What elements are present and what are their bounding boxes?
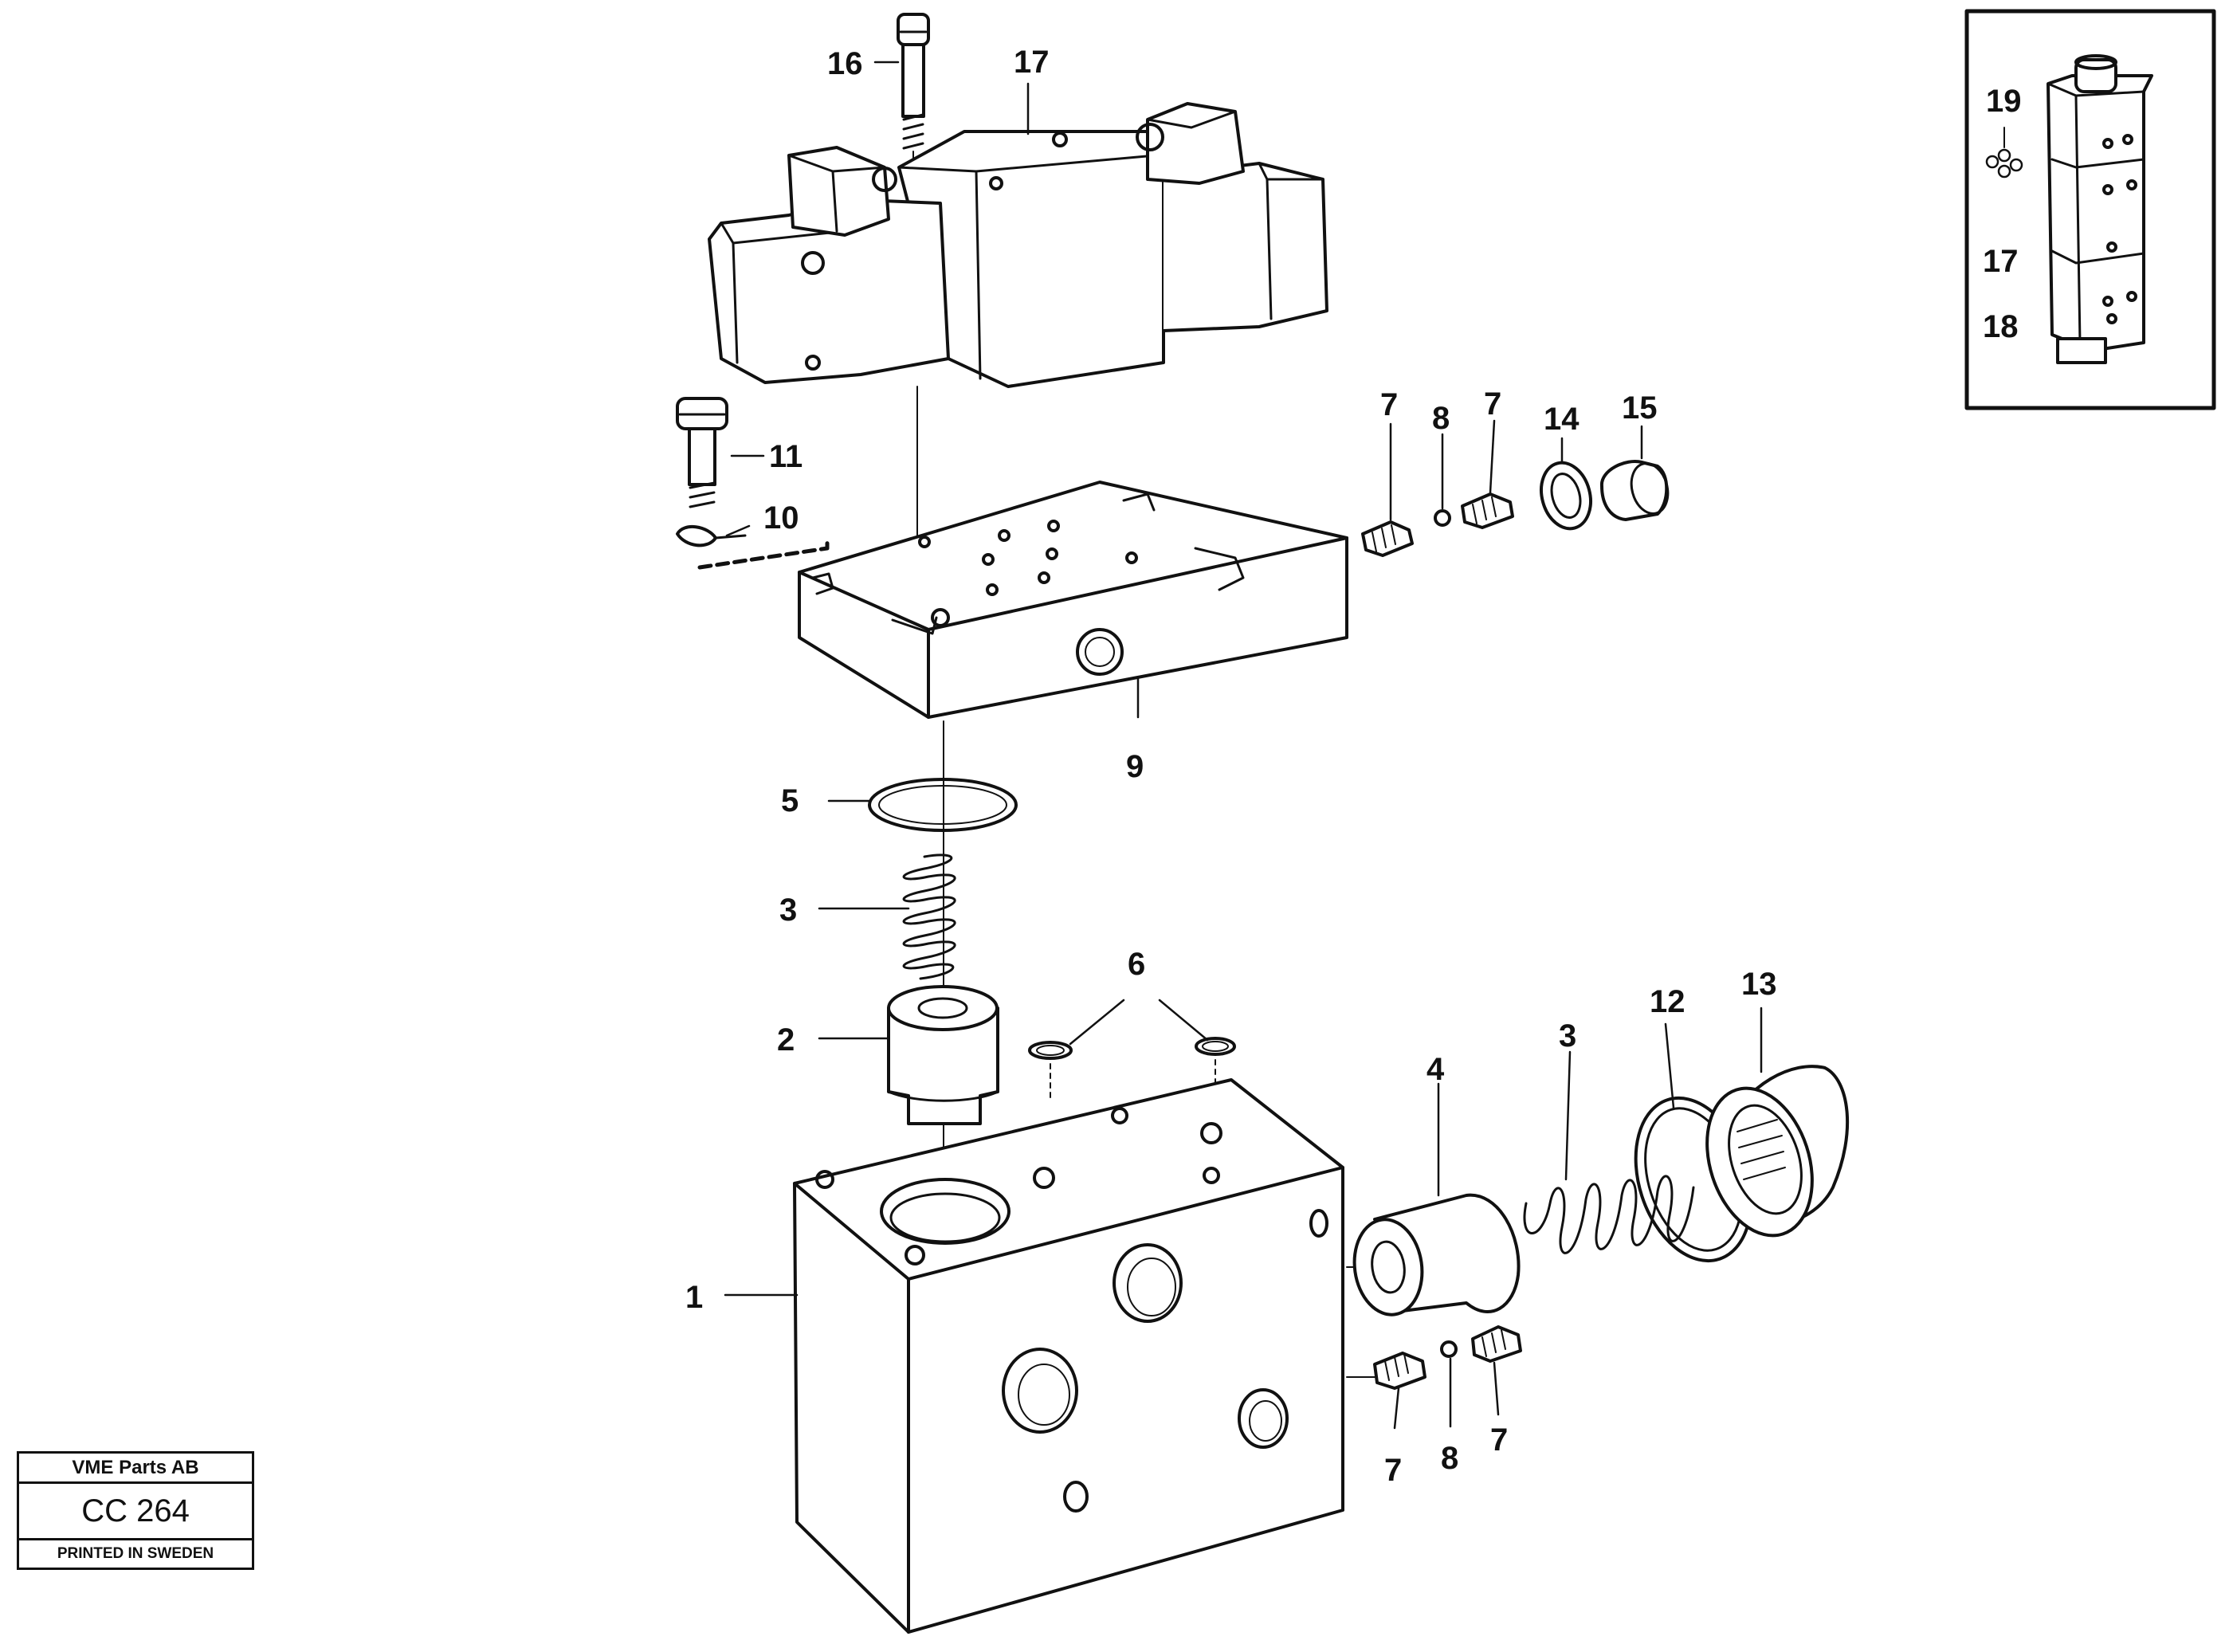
callout-1: 1	[685, 1280, 704, 1315]
solenoid-valve-17	[708, 102, 1328, 388]
sub-plate-9	[798, 481, 1348, 719]
title-block: VME Parts AB CC 264 PRINTED IN SWEDEN	[17, 1451, 254, 1570]
housing-plug-set	[1373, 1325, 1522, 1390]
callout-7-plate-left: 7	[1380, 387, 1399, 422]
callout-10: 10	[763, 500, 799, 536]
callout-2: 2	[777, 1022, 795, 1058]
callout-13: 13	[1741, 967, 1777, 1002]
callout-11: 11	[769, 439, 803, 474]
piston-4	[1352, 1193, 1521, 1316]
plate-plug-set	[1361, 460, 1670, 557]
company-name: VME Parts AB	[19, 1454, 252, 1484]
valve-housing-1	[793, 1078, 1379, 1634]
callout-3-vertical: 3	[779, 893, 798, 928]
spring-3-horizontal	[1523, 1175, 1695, 1254]
callout-9: 9	[1126, 749, 1144, 784]
callout-7-housing-left: 7	[1384, 1453, 1403, 1488]
sleeve-2	[887, 985, 999, 1125]
callout-3-horizontal: 3	[1559, 1018, 1577, 1054]
callout-16: 16	[827, 46, 863, 81]
callout-14: 14	[1544, 402, 1580, 437]
callout-12: 12	[1650, 984, 1685, 1019]
spring-pin-10	[676, 524, 830, 570]
callout-15: 15	[1622, 390, 1658, 426]
drawing-code: CC 264	[19, 1484, 252, 1540]
callout-8-plate: 8	[1432, 401, 1450, 436]
callout-7-plate-right: 7	[1484, 387, 1502, 422]
inset-frame	[1964, 9, 2216, 410]
callout-5: 5	[781, 783, 799, 818]
callout-19: 19	[1986, 84, 2022, 119]
callout-17-inset: 17	[1983, 244, 2019, 279]
callout-8-housing: 8	[1441, 1441, 1459, 1476]
o-ring-5	[868, 778, 1018, 832]
callout-17: 17	[1014, 45, 1050, 80]
printed-note: PRINTED IN SWEDEN	[57, 1545, 214, 1562]
spring-3-vertical	[902, 853, 956, 980]
cap-screw-11	[676, 397, 728, 508]
callout-4: 4	[1426, 1052, 1445, 1087]
callout-6: 6	[1128, 947, 1146, 982]
cap-screw-16	[897, 13, 930, 172]
end-cap-13	[1705, 1065, 1850, 1238]
callout-7-housing-right: 7	[1490, 1422, 1509, 1458]
callout-18: 18	[1983, 309, 2019, 344]
